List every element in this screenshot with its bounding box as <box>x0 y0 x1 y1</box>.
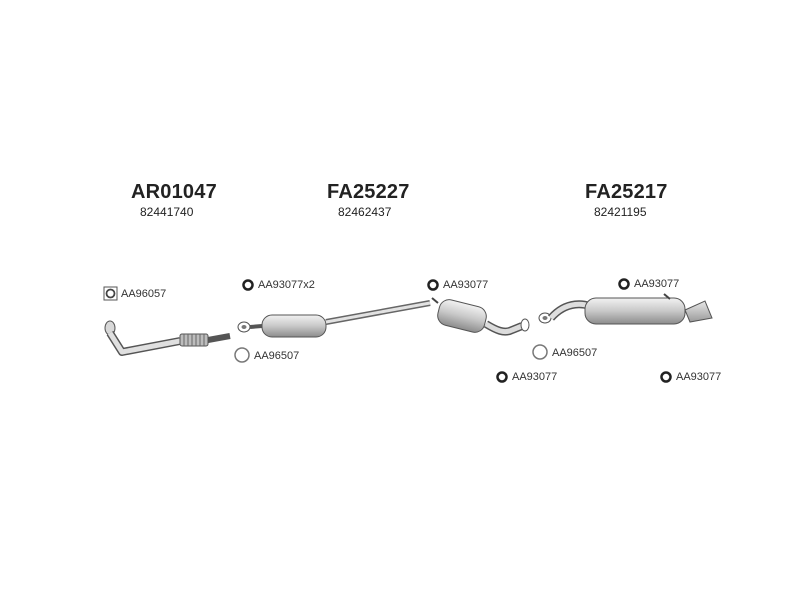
rubber-mount-icon <box>496 371 508 383</box>
rubber-mount-rear-label: AA93077 <box>634 278 680 290</box>
rubber-mount-icon <box>427 279 439 291</box>
flex-joint <box>179 333 209 347</box>
rubber-mount-lower-mid-label: AA93077 <box>512 371 558 383</box>
rubber-mount-icon <box>618 278 630 290</box>
group-2-part-number: FA25227 <box>327 181 410 203</box>
rubber-mount-icon <box>660 371 672 383</box>
clamp-label: AA96057 <box>121 288 167 300</box>
gasket-icon <box>234 347 250 363</box>
clamp-icon <box>103 286 118 301</box>
rubber-mount-center-label: AA93077 <box>443 279 489 291</box>
group-1-part-number: AR01047 <box>131 181 217 203</box>
group-2-reference: 82462437 <box>338 205 392 219</box>
rubber-mount-icon <box>242 279 254 291</box>
front-pipe <box>104 320 231 356</box>
gasket-front-label: AA96507 <box>254 350 300 362</box>
group-3-part-number: FA25217 <box>585 181 668 203</box>
middle-silencer-assembly <box>237 297 530 338</box>
group-3-reference: 82421195 <box>594 205 647 219</box>
rear-silencer-assembly <box>538 293 713 325</box>
group-1-reference: 82441740 <box>140 205 194 219</box>
rubber-mount-x2-label: AA93077x2 <box>258 279 315 291</box>
rubber-mount-lower-right-label: AA93077 <box>676 371 722 383</box>
gasket-rear-label: AA96507 <box>552 347 598 359</box>
gasket-icon <box>532 344 548 360</box>
